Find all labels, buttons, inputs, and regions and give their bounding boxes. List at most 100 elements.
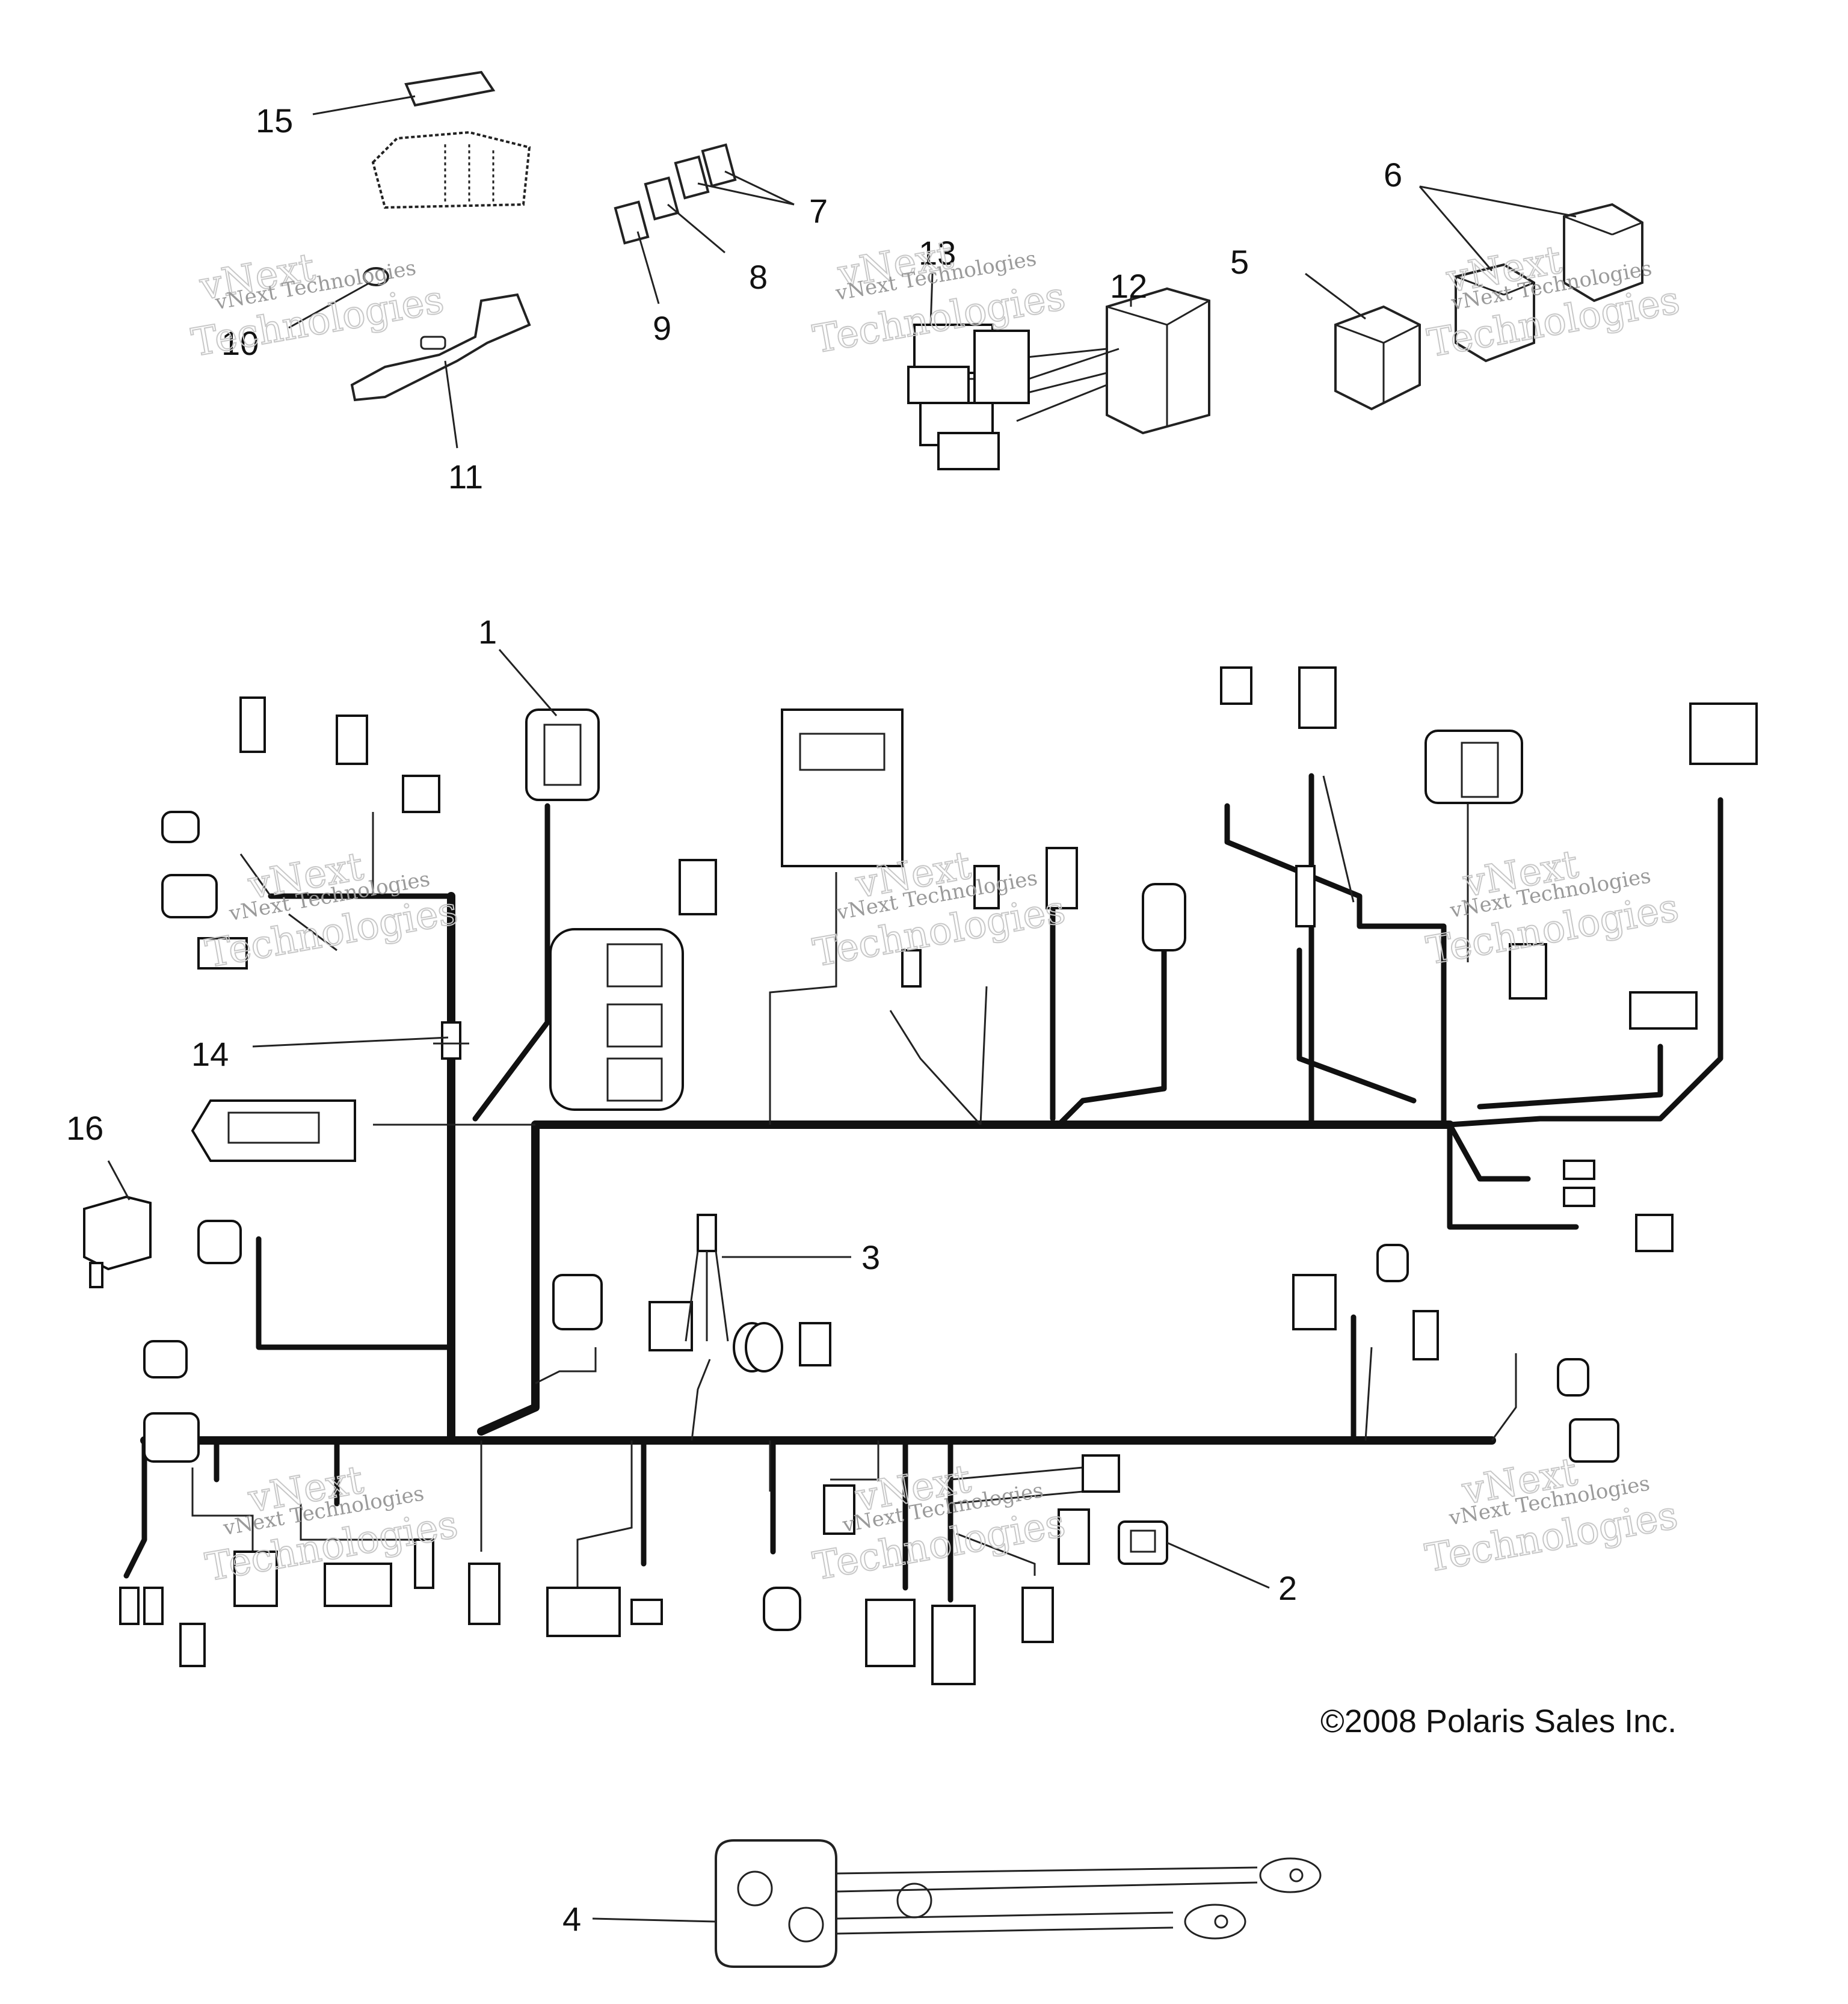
harness-branch-right-e xyxy=(1296,947,1417,1104)
leader-6a xyxy=(1418,186,1493,271)
callout-8: 8 xyxy=(749,258,768,296)
connector-lower-a xyxy=(119,1587,164,1625)
connector-right-lower-b xyxy=(1376,1244,1409,1282)
harness-wire-upper-g xyxy=(1364,1347,1373,1441)
ecu-connector-1 xyxy=(525,708,600,801)
connector-lower-b xyxy=(179,1623,206,1667)
connector-right-mid-b xyxy=(1629,991,1698,1030)
leader-15 xyxy=(312,95,416,115)
connector-lower-j xyxy=(823,1484,855,1535)
connector-lower-k xyxy=(865,1599,916,1667)
harness-branch-mid-b xyxy=(1056,947,1167,1128)
leader-1 xyxy=(498,649,558,716)
harness-wire-drop-b xyxy=(576,1440,633,1588)
connector-lower-p xyxy=(648,1301,693,1351)
leader-11 xyxy=(444,360,458,449)
harness-wire-upper-c xyxy=(979,986,988,1125)
callout-15: 15 xyxy=(256,102,293,140)
copyright-text: ©2008 Polaris Sales Inc. xyxy=(1320,1703,1677,1739)
bolt-part xyxy=(363,267,389,286)
connector-3-part xyxy=(685,1214,729,1342)
connector-lower-l xyxy=(931,1605,976,1685)
leader-14 xyxy=(252,1036,449,1048)
callout-5: 5 xyxy=(1230,243,1249,281)
relay-block-diagram xyxy=(549,928,684,1111)
fuse-panel-connector xyxy=(191,1099,356,1162)
connector-top-left-c xyxy=(402,775,440,813)
connector-lower-i xyxy=(763,1587,801,1631)
harness-branch-right-upper xyxy=(1447,797,1723,1128)
harness-branch-left-connector xyxy=(256,1236,454,1350)
callout-4: 4 xyxy=(562,1900,581,1938)
connector-lower-left-b xyxy=(143,1412,200,1463)
connector-right-lower-e xyxy=(1569,1418,1619,1463)
fuse-box-part xyxy=(371,131,531,209)
callout-1: 1 xyxy=(478,613,497,651)
fuse-8-part xyxy=(644,176,680,221)
connector-right-lower-d xyxy=(1557,1358,1589,1397)
connector-right-top-a xyxy=(1220,666,1252,705)
harness-wire-drop-d xyxy=(191,1468,254,1564)
leader-6b xyxy=(1419,185,1577,218)
connector-right-top-c xyxy=(1424,730,1523,804)
connector-left-a xyxy=(161,811,200,843)
harness-drop-1 xyxy=(123,1437,147,1579)
connector-right-top-d xyxy=(1689,702,1758,765)
harness-wire-upper-e xyxy=(535,1347,597,1385)
connector-lower-e xyxy=(414,1538,434,1589)
connector-lower-s xyxy=(799,1322,831,1366)
connector-lower-h xyxy=(630,1599,663,1625)
main-harness-vertical-mid xyxy=(477,1120,540,1436)
connector-lower-d xyxy=(324,1563,392,1607)
watermark-9: vNext vNext Technologies Technologies xyxy=(1421,1449,1681,1582)
connector-left-c xyxy=(197,937,248,970)
control-module-part xyxy=(1106,287,1210,435)
connector-right-lower-a xyxy=(1292,1274,1337,1330)
leader-16 xyxy=(107,1160,131,1200)
callout-6: 6 xyxy=(1384,156,1402,194)
connector-right-mid-c xyxy=(1563,1160,1595,1207)
connector-mid-upper-e xyxy=(901,949,922,988)
fuse-7a-part xyxy=(674,155,710,200)
connector-mid-upper-c xyxy=(1142,883,1186,951)
callout-10: 10 xyxy=(221,324,259,362)
connector-lower-o xyxy=(1082,1454,1120,1493)
fuse-7b-part xyxy=(701,143,737,188)
connector-right-mid-a xyxy=(1509,943,1547,1000)
leader-10 xyxy=(288,281,371,329)
fuse-9-part xyxy=(614,200,650,245)
callout-2: 2 xyxy=(1278,1569,1297,1607)
ground-strap-4-part xyxy=(715,1839,1322,1968)
relay-5-part xyxy=(1334,305,1421,411)
connector-lower-left-a xyxy=(143,1340,188,1379)
connector-mid-upper-b xyxy=(1046,847,1078,909)
connector-left-b xyxy=(161,874,218,918)
watermark-6: vNext vNext Technologies Technologies xyxy=(1423,841,1683,974)
connector-right-top-e xyxy=(1295,865,1316,927)
callout-11: 11 xyxy=(448,458,483,496)
connector-lower-m xyxy=(1021,1587,1054,1643)
leader-5 xyxy=(1305,272,1366,320)
leader-8 xyxy=(667,203,725,254)
harness-branch-right-f xyxy=(1477,1043,1663,1110)
harness-branch-top-right-a xyxy=(1224,803,1447,1128)
connector-right-mid-d xyxy=(1635,1214,1674,1252)
connector-lower-f xyxy=(468,1563,500,1625)
module-harness-part xyxy=(907,324,1120,470)
watermark-1: vNext vNext Technologies Technologies xyxy=(188,245,448,366)
harness-wire-upper-b xyxy=(889,1010,982,1126)
main-harness-upper-trunk xyxy=(531,1120,1454,1165)
connector-mid-upper-a xyxy=(679,859,717,915)
connector-lower-c xyxy=(233,1551,278,1607)
callout-16: 16 xyxy=(66,1109,103,1147)
callout-9: 9 xyxy=(653,309,671,347)
harness-wire-drop-f xyxy=(950,1466,1083,1481)
relay-6b-part xyxy=(1563,203,1643,303)
connector-mid-upper-d xyxy=(973,865,1000,909)
clip-14-part xyxy=(433,1021,469,1060)
harness-wire-upper-a xyxy=(769,872,837,1125)
connector-lower-q xyxy=(552,1274,603,1330)
harness-branch-right-d xyxy=(1447,1122,1579,1230)
harness-wire-drop-i xyxy=(830,1440,879,1481)
